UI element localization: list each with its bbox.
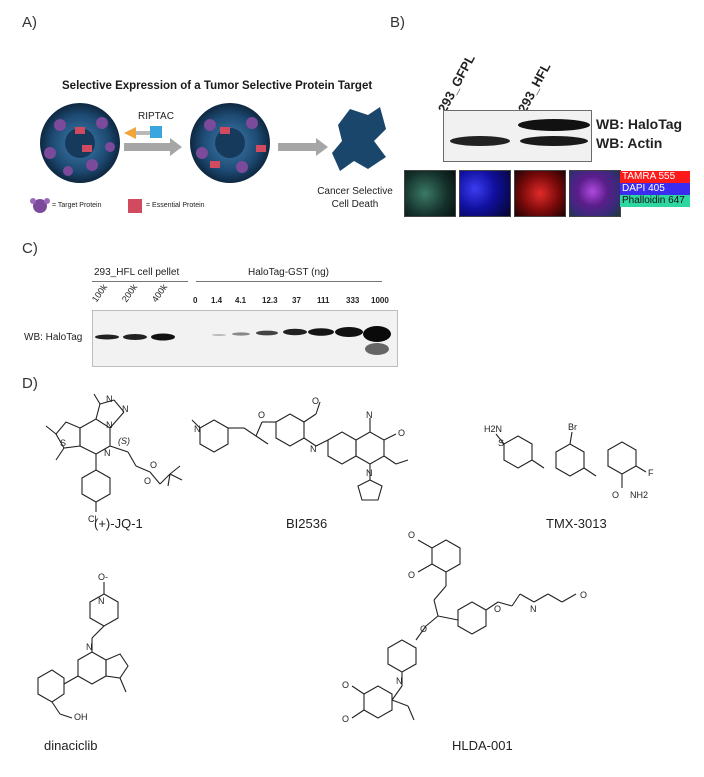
panel-c-letter: C) xyxy=(22,240,38,257)
structure-dinaciclib xyxy=(37,582,129,719)
atom-label: N xyxy=(396,676,403,686)
microscopy-phalloidin xyxy=(404,170,456,217)
atom-label: O- xyxy=(98,572,108,582)
atom-label: O xyxy=(580,590,587,600)
legend-essential-protein: = Essential Protein xyxy=(146,202,205,209)
atom-label: N xyxy=(122,404,129,414)
band-label-actin: WB: Actin xyxy=(596,135,663,151)
atom-label: Cl xyxy=(88,514,97,524)
atom-label: O xyxy=(612,490,619,500)
lane-label-gfpl: 293_GFPL xyxy=(434,51,478,115)
atom-label: O xyxy=(420,624,427,634)
atom-label: Br xyxy=(568,422,577,432)
western-blot-b xyxy=(443,110,592,162)
arrow-icon xyxy=(278,138,328,156)
essential-protein-icon xyxy=(128,199,142,213)
group-line-right xyxy=(196,281,382,282)
lane-label-200k: 200k xyxy=(119,282,140,304)
atom-label: N xyxy=(366,410,373,420)
panel-b-letter: B) xyxy=(390,14,405,31)
atom-label: O xyxy=(342,680,349,690)
microscopy-tamra xyxy=(514,170,566,217)
atom-label: O xyxy=(144,476,151,486)
structure-hlda001 xyxy=(351,539,577,721)
atom-label: S xyxy=(498,438,504,448)
lane-label-100k: 100k xyxy=(89,282,110,304)
group-line-left xyxy=(92,281,188,282)
blot-band xyxy=(518,119,590,131)
atom-label: O xyxy=(398,428,405,438)
lane-label-0: 0 xyxy=(193,296,198,305)
compound-name-tmx3013: TMX-3013 xyxy=(546,516,607,531)
group-label-cell-pellet: 293_HFL cell pellet xyxy=(94,267,180,278)
lane-label-1000: 1000 xyxy=(371,296,389,305)
western-blot-c xyxy=(92,310,398,367)
lane-label-111: 111 xyxy=(317,296,330,305)
stain-legend-tamra: TAMRA 555 xyxy=(620,171,690,183)
cell-left-illustration xyxy=(40,103,120,183)
stain-legend-dapi: DAPI 405 xyxy=(620,183,690,195)
lane-label-1.4: 1.4 xyxy=(211,296,223,305)
blot-band xyxy=(450,136,510,146)
microscopy-dapi xyxy=(459,170,511,217)
lane-label-hfl: 293_HFL xyxy=(514,60,554,115)
group-label-halotag-gst: HaloTag-GST (ng) xyxy=(248,267,329,278)
lane-label-400k: 400k xyxy=(149,282,170,304)
panel-d-letter: D) xyxy=(22,375,38,392)
arrow-icon xyxy=(124,138,182,156)
band-label-halotag: WB: HaloTag xyxy=(596,116,683,132)
atom-label: O xyxy=(408,530,415,540)
compound-name-hlda001: HLDA-001 xyxy=(452,738,513,753)
structure-tmx3013 xyxy=(495,431,647,488)
panel-a-title: Selective Expression of a Tumor Selectiv… xyxy=(62,80,373,92)
atom-label: N xyxy=(98,596,105,606)
atom-label: O xyxy=(150,460,157,470)
lane-label-37: 37 xyxy=(292,296,301,305)
atom-label: N xyxy=(86,642,93,652)
atom-label: N xyxy=(106,420,113,430)
atom-label: O xyxy=(342,714,349,724)
panel-a-letter: A) xyxy=(22,14,37,31)
atom-label: N xyxy=(366,468,373,478)
outcome-label-1: Cancer Selective xyxy=(317,186,393,197)
dead-cell-illustration xyxy=(332,107,386,171)
atom-label: N xyxy=(104,448,111,458)
atom-label: H2N xyxy=(484,424,502,434)
structure-bi2536 xyxy=(191,401,409,501)
blot-label-c: WB: HaloTag xyxy=(24,332,83,343)
atom-label: S xyxy=(60,438,66,448)
riptac-ligand-icon xyxy=(150,126,162,138)
atom-label: O xyxy=(408,570,415,580)
blot-band xyxy=(520,136,588,146)
atom-label: (S) xyxy=(118,436,130,446)
lane-label-333: 333 xyxy=(346,296,360,305)
cell-middle-illustration xyxy=(190,103,270,183)
atom-label: N xyxy=(194,424,201,434)
atom-label: N xyxy=(310,444,317,454)
atom-label: NH2 xyxy=(630,490,648,500)
lane-label-4.1: 4.1 xyxy=(235,296,247,305)
lane-label-12.3: 12.3 xyxy=(262,296,278,305)
riptac-warhead-icon xyxy=(124,127,136,139)
microscopy-merge xyxy=(569,170,621,217)
legend-target-protein: = Target Protein xyxy=(52,202,102,209)
structure-jq1 xyxy=(45,393,183,512)
atom-label: O xyxy=(312,396,319,406)
compound-name-jq1: (+)-JQ-1 xyxy=(94,516,143,531)
atom-label: O xyxy=(494,604,501,614)
riptac-schematic: RIPTAC xyxy=(30,103,386,213)
chemical-structures: S N N N N (S) O O Cl (+)-JQ-1 N O O N N … xyxy=(37,393,654,753)
outcome-label-2: Cell Death xyxy=(331,199,379,210)
target-protein-icon xyxy=(33,199,47,213)
compound-name-dinaciclib: dinaciclib xyxy=(44,738,97,753)
atom-label: N xyxy=(530,604,537,614)
atom-label: F xyxy=(648,468,654,478)
atom-label: N xyxy=(106,394,113,404)
compound-name-bi2536: BI2536 xyxy=(286,516,327,531)
atom-label: OH xyxy=(74,712,88,722)
riptac-label: RIPTAC xyxy=(138,111,174,122)
atom-label: O xyxy=(258,410,265,420)
stain-legend-phalloidin: Phalloidin 647 xyxy=(620,195,690,207)
